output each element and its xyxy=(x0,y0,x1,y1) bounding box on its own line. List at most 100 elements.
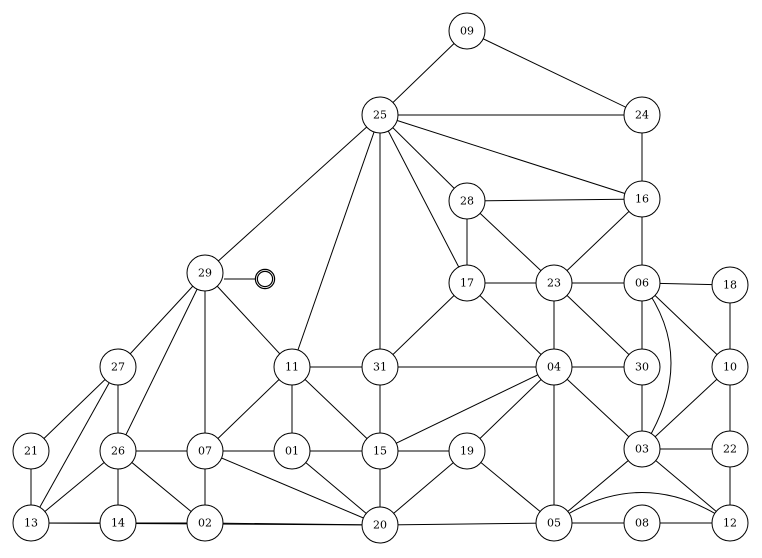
node-label: 04 xyxy=(547,361,561,374)
node-circle xyxy=(12,504,50,542)
edge-27-21 xyxy=(30,366,119,452)
node-label: 06 xyxy=(635,277,649,290)
edge-11-15 xyxy=(291,366,381,452)
node-circle xyxy=(711,266,749,304)
node-circle xyxy=(186,432,224,470)
edge-27-13 xyxy=(30,366,119,524)
edge-curved-05-12 xyxy=(553,492,731,524)
node-circle xyxy=(361,96,399,134)
node-label: 25 xyxy=(373,109,387,122)
node-circle xyxy=(361,432,399,470)
node-circle xyxy=(361,348,399,386)
node-01: 01 xyxy=(273,432,311,470)
node-03: 03 xyxy=(623,430,661,468)
node-circle xyxy=(623,180,661,218)
edge-29-26 xyxy=(117,272,206,452)
node-circle xyxy=(623,504,661,542)
node-25: 25 xyxy=(361,96,399,134)
node-label: 31 xyxy=(373,361,387,374)
edge-28-23 xyxy=(466,200,555,284)
edge-20-05 xyxy=(379,522,555,526)
node-circle xyxy=(448,264,486,302)
node-label: 22 xyxy=(723,443,737,456)
node-09: 09 xyxy=(448,12,486,50)
edge-03-05 xyxy=(553,448,643,524)
node-label: 15 xyxy=(373,445,387,458)
node-circle xyxy=(623,264,661,302)
node-label: 29 xyxy=(198,267,212,280)
edge-09-25 xyxy=(379,30,468,116)
ring-icon-highlight xyxy=(255,269,274,288)
node-circle xyxy=(448,182,486,220)
node-30: 30 xyxy=(623,348,661,386)
node-06: 06 xyxy=(623,264,661,302)
node-08: 08 xyxy=(623,504,661,542)
edge-25-17 xyxy=(379,114,468,284)
node-31: 31 xyxy=(361,348,399,386)
node-12: 12 xyxy=(711,504,749,542)
node-circle xyxy=(535,348,573,386)
edge-19-05 xyxy=(466,450,555,524)
edge-25-11 xyxy=(291,114,381,368)
node-label: 20 xyxy=(373,519,387,532)
node-circle xyxy=(99,432,137,470)
edge-07-20 xyxy=(204,450,381,526)
node-label: 24 xyxy=(635,109,649,122)
edge-26-02 xyxy=(117,450,206,524)
node-label: 10 xyxy=(723,361,737,374)
node-label: 12 xyxy=(723,517,737,530)
edge-09-24 xyxy=(466,30,643,116)
edge-25-28 xyxy=(379,114,468,202)
node-24: 24 xyxy=(623,96,661,134)
edge-10-03 xyxy=(641,366,731,450)
edge-23-30 xyxy=(553,282,643,368)
edge-19-20 xyxy=(379,450,468,526)
node-23: 23 xyxy=(535,264,573,302)
edge-03-12 xyxy=(641,448,731,524)
edge-06-10 xyxy=(641,282,731,368)
edge-04-15 xyxy=(379,366,555,452)
node-29: 29 xyxy=(186,254,224,292)
node-label: 30 xyxy=(635,361,649,374)
node-20: 20 xyxy=(361,506,399,544)
node-label: 23 xyxy=(547,277,561,290)
edge-25-16 xyxy=(379,114,643,200)
node-label: 08 xyxy=(635,517,649,530)
node-label: 14 xyxy=(111,517,125,530)
node-label: 17 xyxy=(460,277,474,290)
edge-01-20 xyxy=(291,450,381,526)
edge-02-20 xyxy=(204,522,381,526)
node-label: 09 xyxy=(460,25,474,38)
node-circle xyxy=(361,506,399,544)
node-circle xyxy=(623,96,661,134)
node-label: 02 xyxy=(198,517,212,530)
node-label: 01 xyxy=(285,445,299,458)
node-label: 26 xyxy=(111,445,125,458)
node-14: 14 xyxy=(99,504,137,542)
node-02: 02 xyxy=(186,504,224,542)
node-05: 05 xyxy=(535,504,573,542)
node-circle xyxy=(99,504,137,542)
node-label: 13 xyxy=(24,517,38,530)
node-circle xyxy=(623,430,661,468)
node-circle xyxy=(711,504,749,542)
node-label: 18 xyxy=(723,279,737,292)
node-13: 13 xyxy=(12,504,50,542)
node-21: 21 xyxy=(12,432,50,470)
edge-29-27 xyxy=(117,272,206,368)
node-label: 21 xyxy=(24,445,38,458)
node-circle xyxy=(711,348,749,386)
edge-04-03 xyxy=(553,366,643,450)
node-circle xyxy=(273,348,311,386)
node-19: 19 xyxy=(448,432,486,470)
edge-28-16 xyxy=(466,198,643,202)
edge-04-19 xyxy=(466,366,555,452)
node-circle xyxy=(448,432,486,470)
node-label: 07 xyxy=(198,445,212,458)
node-circle xyxy=(186,504,224,542)
node-11: 11 xyxy=(273,348,311,386)
node-17: 17 xyxy=(448,264,486,302)
node-16: 16 xyxy=(623,180,661,218)
